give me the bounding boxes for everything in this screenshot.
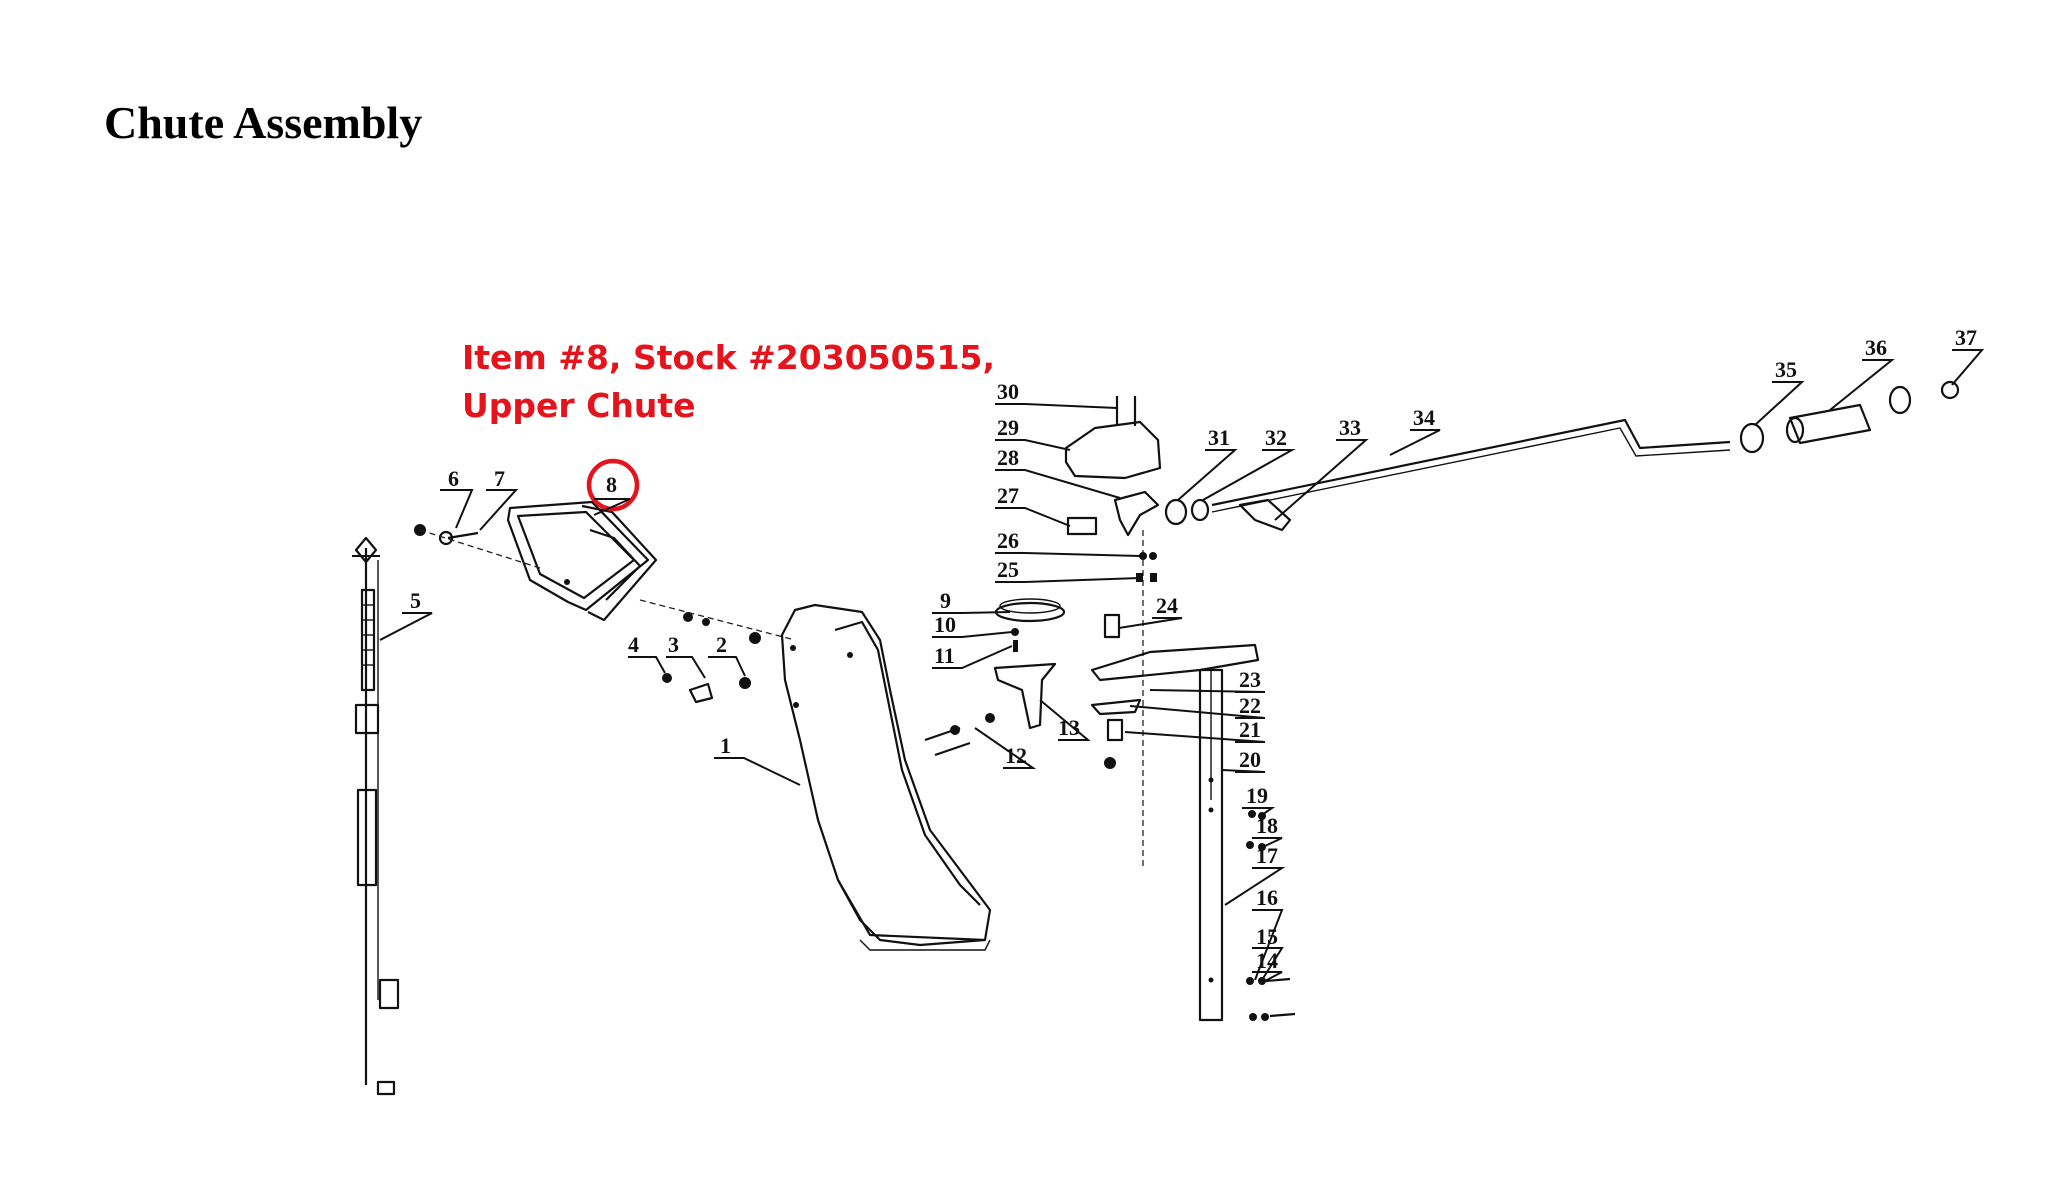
part-8-highlight-circle <box>586 458 640 512</box>
part-label-29: 29 <box>997 415 1019 440</box>
part-labels: 6 7 8 5 4 3 2 1 9 10 11 12 13 14 15 16 1… <box>410 325 1977 973</box>
part-35-washer <box>1739 422 1765 454</box>
part-17-support <box>1198 668 1224 1022</box>
part-label-37: 37 <box>1955 325 1977 350</box>
part-21-spring <box>1106 718 1124 742</box>
part-label-36: 36 <box>1865 335 1887 360</box>
part-label-13: 13 <box>1058 715 1080 740</box>
part-35b-washer <box>1888 385 1912 415</box>
callout-annotation: Item #8, Stock #203050515, Upper Chute <box>462 334 995 430</box>
part-label-15: 15 <box>1256 924 1278 949</box>
part-1-lower-chute <box>780 603 992 951</box>
part-label-16: 16 <box>1256 885 1278 910</box>
part-label-34: 34 <box>1413 405 1435 430</box>
part-11-bolt <box>1013 640 1018 652</box>
part-29-cover <box>1064 420 1162 480</box>
part-28-bracket <box>1113 490 1160 537</box>
part-14-15-16-hardware <box>1246 977 1296 1021</box>
part-label-35: 35 <box>1775 357 1797 382</box>
part-34-rod <box>1211 418 1731 513</box>
part-label-12: 12 <box>1005 743 1027 768</box>
part-20-nut <box>1104 757 1116 769</box>
callout-line-1: Item #8, Stock #203050515, <box>462 338 995 377</box>
part-label-2: 2 <box>716 632 727 657</box>
part-label-5: 5 <box>410 588 421 613</box>
part-label-4: 4 <box>628 632 639 657</box>
part-label-7: 7 <box>494 466 505 491</box>
part-36-tube <box>1785 403 1872 445</box>
part-10-washer <box>1011 628 1019 636</box>
part-2-nut <box>739 677 751 689</box>
part-label-17: 17 <box>1256 843 1278 868</box>
part-24-bushing <box>1103 613 1121 639</box>
leader-lines <box>379 349 1985 982</box>
part-label-1: 1 <box>720 733 731 758</box>
part-label-18: 18 <box>1256 813 1278 838</box>
part-label-30: 30 <box>997 379 1019 404</box>
part-label-23: 23 <box>1239 667 1261 692</box>
part-4-bolt <box>662 673 672 683</box>
part-31-washer <box>1164 498 1188 526</box>
part-26-nuts <box>1139 552 1157 560</box>
part-8-upper-chute <box>506 500 658 622</box>
part-label-25: 25 <box>997 557 1019 582</box>
part-label-20: 20 <box>1239 747 1261 772</box>
part-label-10: 10 <box>934 612 956 637</box>
part-label-3: 3 <box>668 632 679 657</box>
part-27-gear <box>1066 516 1098 536</box>
part-label-14: 14 <box>1256 948 1278 973</box>
part-label-33: 33 <box>1339 415 1361 440</box>
part-label-32: 32 <box>1265 425 1287 450</box>
part-label-8: 8 <box>606 472 617 497</box>
part-label-6: 6 <box>448 466 459 491</box>
part-32-washer <box>1190 498 1210 522</box>
part-30-screws <box>1115 396 1137 426</box>
part-label-24: 24 <box>1156 593 1178 618</box>
part-label-11: 11 <box>934 643 955 668</box>
part-37-clip <box>1940 380 1960 400</box>
part-5-cable <box>352 536 400 1096</box>
part-22-spacer <box>1090 698 1142 716</box>
part-23-plate <box>1090 643 1260 682</box>
part-label-19: 19 <box>1246 783 1268 808</box>
part-12-bolts <box>924 713 995 757</box>
part-7-bolt <box>438 530 479 546</box>
part-label-9: 9 <box>940 588 951 613</box>
callout-line-2: Upper Chute <box>462 386 696 425</box>
part-13-bracket <box>993 662 1057 730</box>
part-label-21: 21 <box>1239 717 1261 742</box>
page-title: Chute Assembly <box>104 97 423 148</box>
part-label-28: 28 <box>997 445 1019 470</box>
part-label-22: 22 <box>1239 693 1261 718</box>
part-3-bracket <box>688 682 714 704</box>
part-label-26: 26 <box>997 528 1019 553</box>
part-label-27: 27 <box>997 483 1019 508</box>
part-9-gear <box>994 598 1066 623</box>
part-label-31: 31 <box>1208 425 1230 450</box>
